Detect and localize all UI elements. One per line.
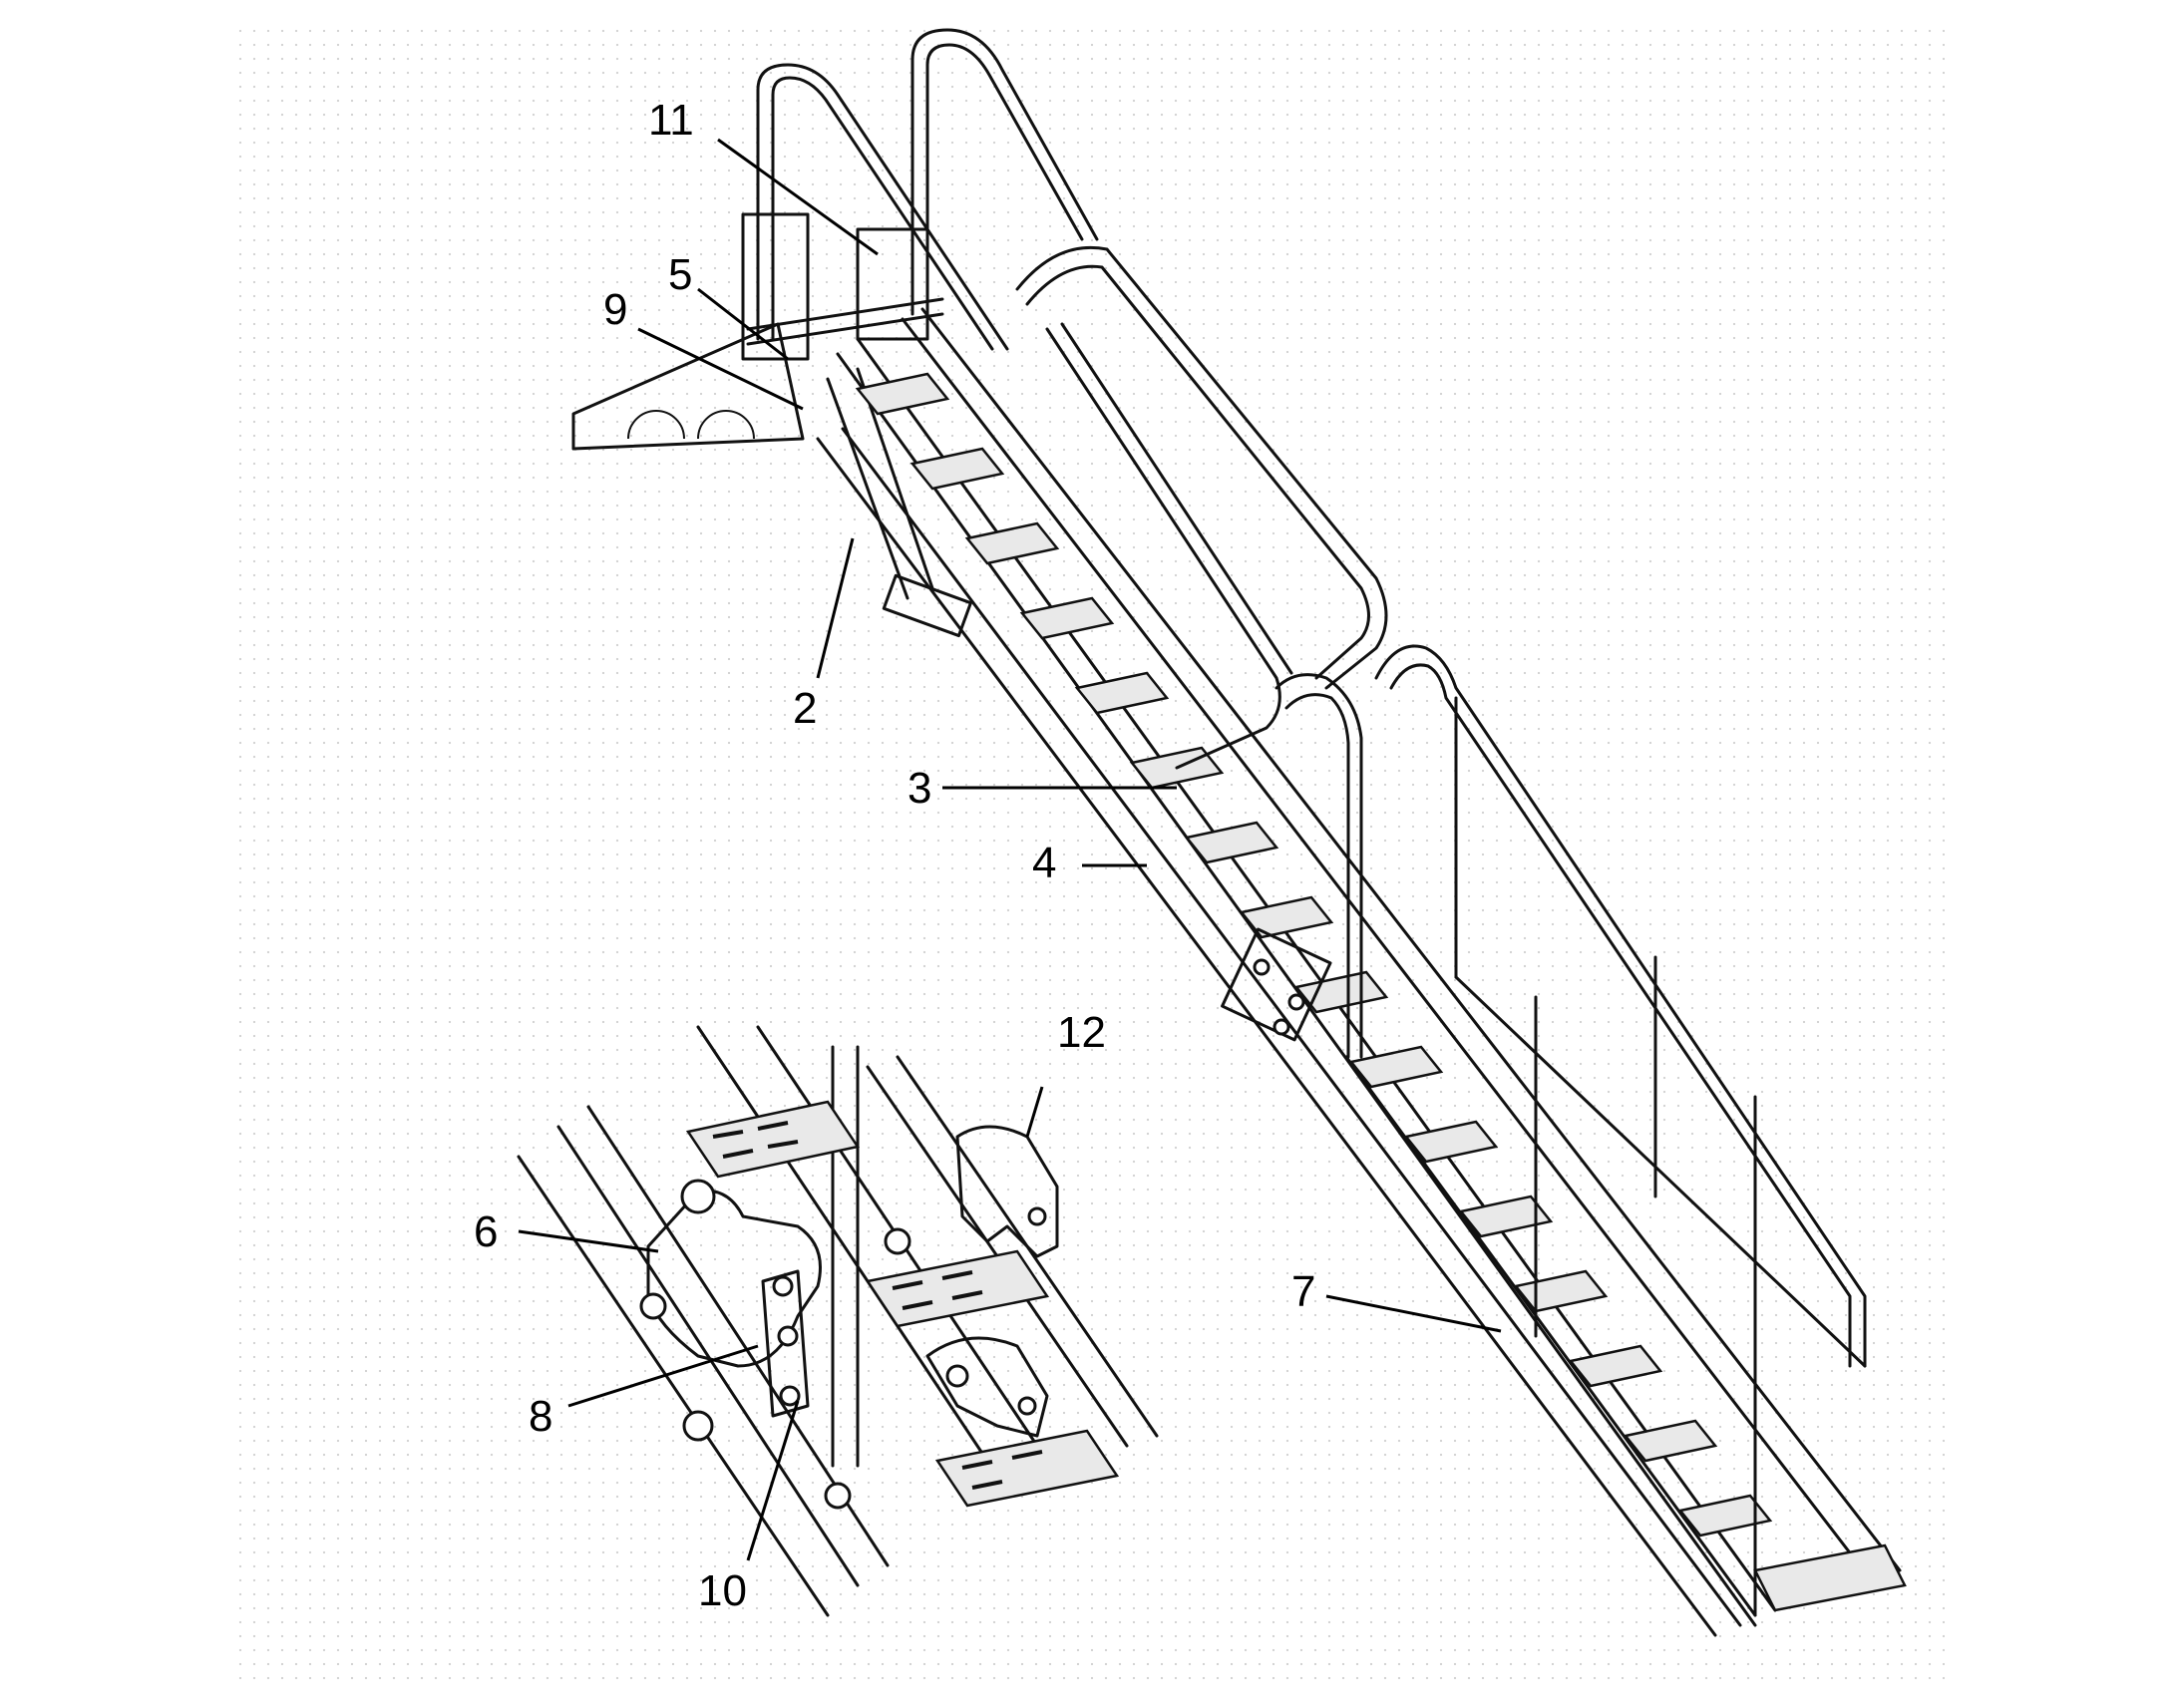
label-10: 10 [698, 1566, 747, 1615]
hinge-plate [646, 1189, 822, 1368]
drawing-background [229, 20, 1945, 1685]
leader-lines [518, 138, 1502, 1561]
label-9: 9 [603, 285, 627, 334]
reference-numerals: 11 5 9 2 3 4 12 6 7 8 10 [474, 96, 1315, 1615]
upper-handrails [756, 28, 1388, 770]
label-8: 8 [529, 1392, 552, 1441]
support-strut [826, 377, 909, 600]
lower-beam [816, 437, 1717, 1637]
outer-stringer [836, 352, 1757, 1627]
latch-bracket [955, 1125, 1059, 1258]
label-2: 2 [793, 684, 817, 733]
label-5: 5 [668, 250, 692, 299]
label-3: 3 [908, 764, 931, 813]
locking-link [761, 1269, 810, 1418]
label-7: 7 [1291, 1267, 1315, 1316]
hinge-detail-inset [517, 1025, 1159, 1617]
label-11: 11 [648, 96, 694, 145]
top-bracket-left [741, 212, 810, 361]
label-12: 12 [1057, 1008, 1106, 1057]
main-staircase [571, 28, 1907, 1637]
inner-stringer [901, 317, 1877, 1587]
top-mounting-plate [571, 322, 805, 451]
label-6: 6 [474, 1207, 498, 1256]
lower-handrails [1274, 644, 1867, 1617]
label-4: 4 [1032, 839, 1056, 887]
hinge-assembly [1221, 927, 1332, 1042]
